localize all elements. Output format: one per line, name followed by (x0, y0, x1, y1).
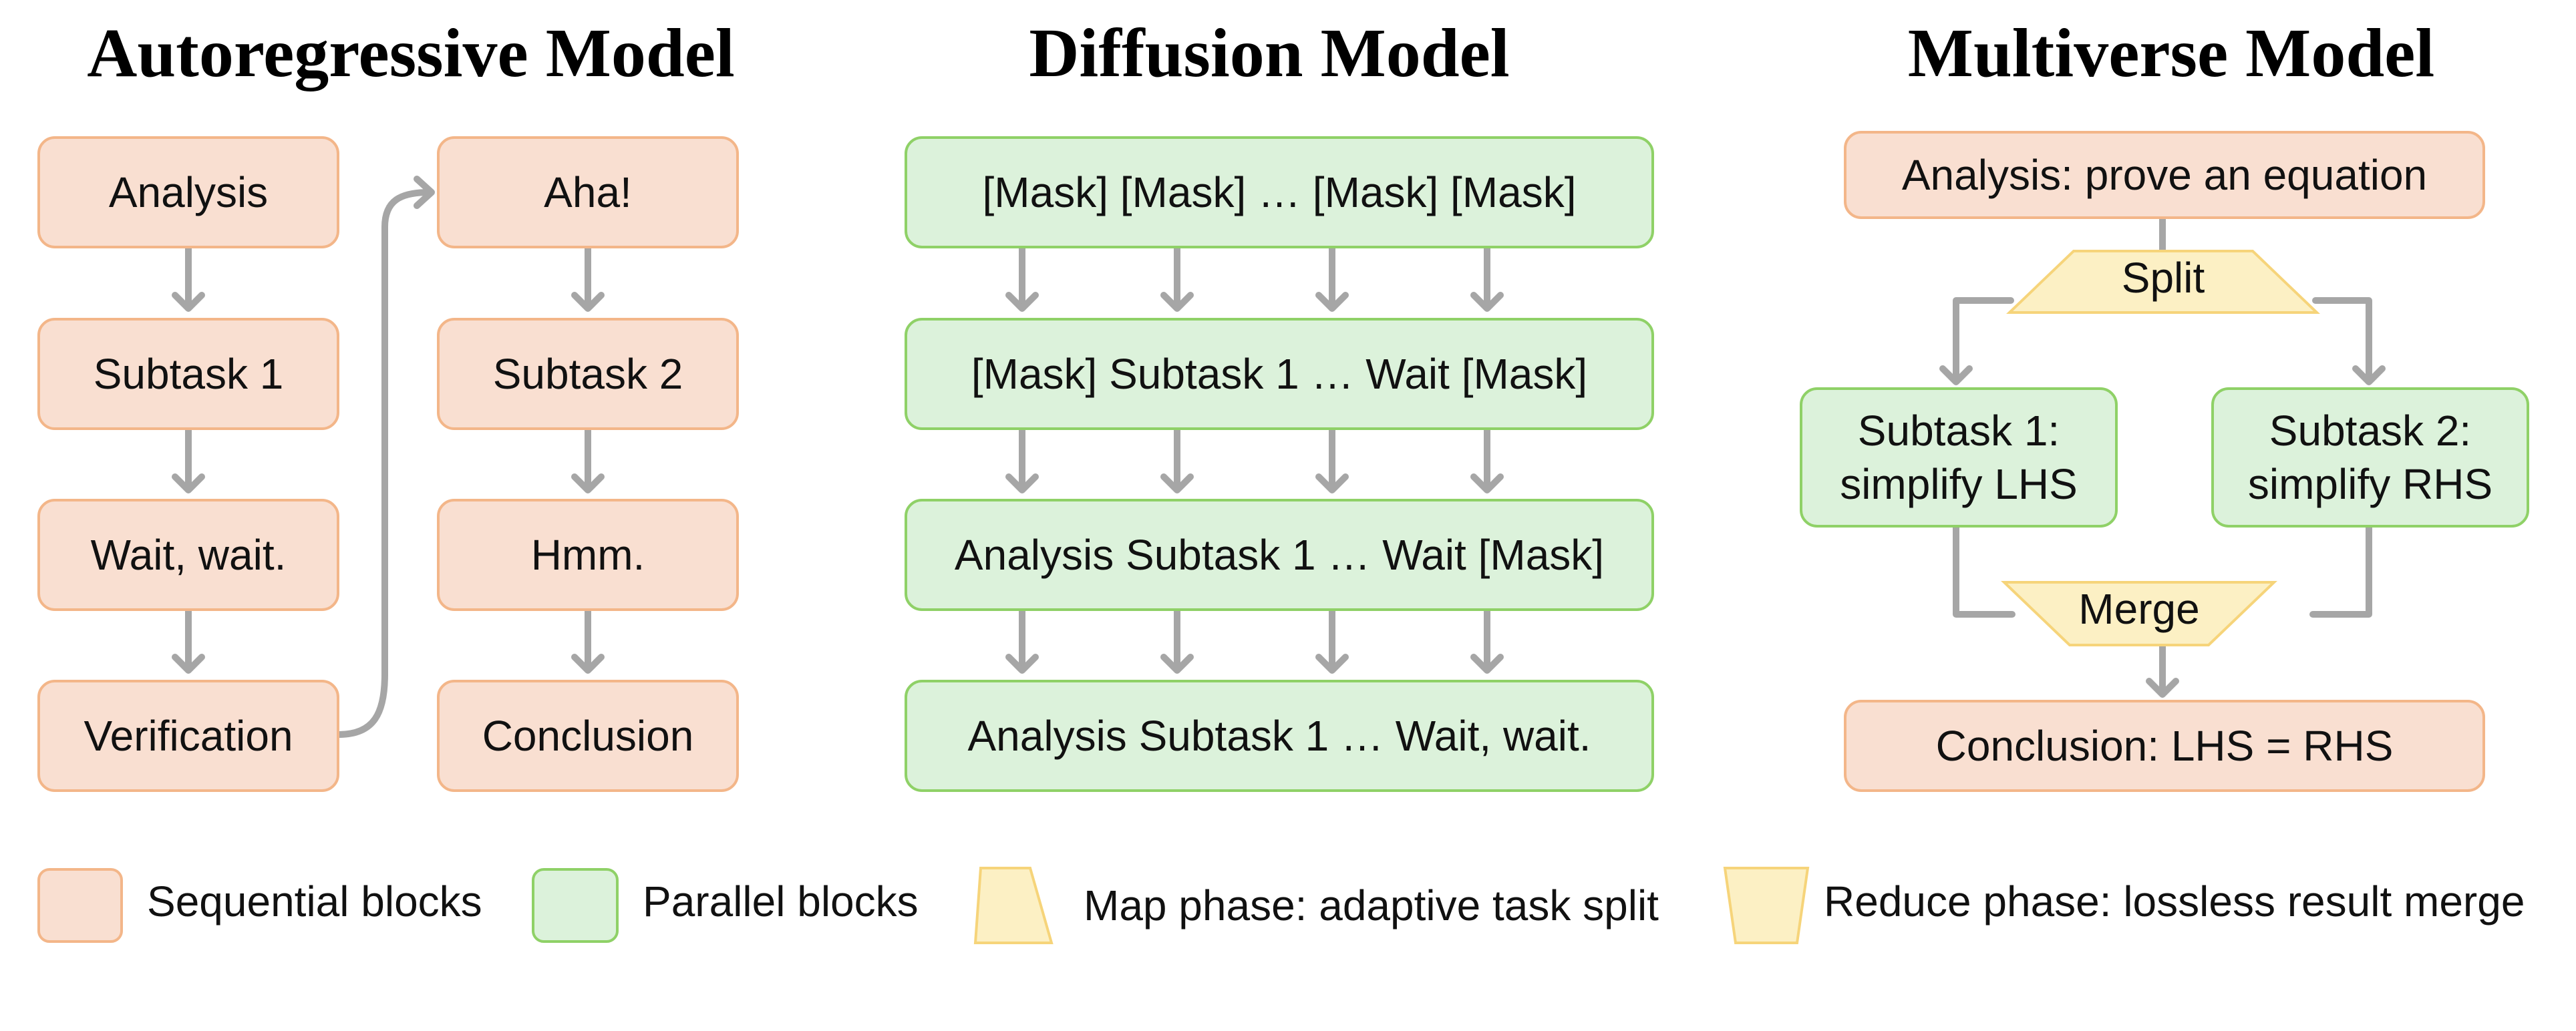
ar-block-subtask-1: Subtask 1 (37, 318, 339, 430)
legend-reduce-swatch (1723, 867, 1810, 944)
mv-conclusion-block: Conclusion: LHS = RHS (1844, 700, 2485, 792)
split-trapezoid (2006, 250, 2320, 314)
legend-map-swatch (973, 867, 1054, 944)
merge-trapezoid (2001, 581, 2277, 646)
mv-subtask-2-block: Subtask 2: simplify RHS (2211, 387, 2529, 528)
diffusion-row-1: [Mask] [Mask] … [Mask] [Mask] (905, 136, 1654, 248)
mv-analysis-block: Analysis: prove an equation (1844, 131, 2485, 219)
mv-merge-label: Merge (2078, 585, 2200, 633)
diffusion-row-4: Analysis Subtask 1 … Wait, wait. (905, 680, 1654, 792)
title-diffusion: Diffusion Model (1029, 15, 1510, 91)
mv-subtask-1-block: Subtask 1: simplify LHS (1800, 387, 2118, 528)
mv-subtask2-to-merge (2309, 524, 2372, 618)
legend-parallel-swatch (532, 868, 619, 943)
mv-subtask1-to-merge (1953, 524, 2016, 618)
mv-split-to-subtask2 (2312, 297, 2386, 385)
ar-jump-arrow (335, 176, 435, 738)
ar-block-verification: Verification (37, 680, 339, 792)
mv-split-to-subtask1 (1939, 297, 2014, 385)
ar-block-hmm: Hmm. (437, 499, 739, 611)
legend-reduce-label: Reduce phase: lossless result merge (1824, 877, 2525, 925)
ar-arrow-3 (172, 608, 205, 674)
legend-map-label: Map phase: adaptive task split (1084, 881, 1659, 930)
ar-arrow-4 (571, 245, 605, 312)
legend-sequential-swatch (37, 868, 123, 943)
diffusion-row-2: [Mask] Subtask 1 … Wait [Mask] (905, 318, 1654, 430)
ar-block-conclusion: Conclusion (437, 680, 739, 792)
ar-block-analysis: Analysis (37, 136, 339, 248)
ar-block-aha: Aha! (437, 136, 739, 248)
title-multiverse: Multiverse Model (1907, 15, 2435, 91)
ar-arrow-6 (571, 608, 605, 674)
legend-parallel-label: Parallel blocks (643, 877, 919, 925)
ar-block-subtask-2: Subtask 2 (437, 318, 739, 430)
diffusion-row-3: Analysis Subtask 1 … Wait [Mask] (905, 499, 1654, 611)
mv-merge-to-conclusion (2146, 642, 2179, 698)
legend-sequential-label: Sequential blocks (147, 877, 482, 925)
mv-split-label: Split (2121, 254, 2205, 302)
ar-arrow-5 (571, 427, 605, 493)
title-autoregressive: Autoregressive Model (87, 15, 735, 91)
diffusion-arrows (1005, 245, 1504, 674)
ar-block-wait: Wait, wait. (37, 499, 339, 611)
ar-arrow-1 (172, 245, 205, 312)
ar-arrow-2 (172, 427, 205, 493)
